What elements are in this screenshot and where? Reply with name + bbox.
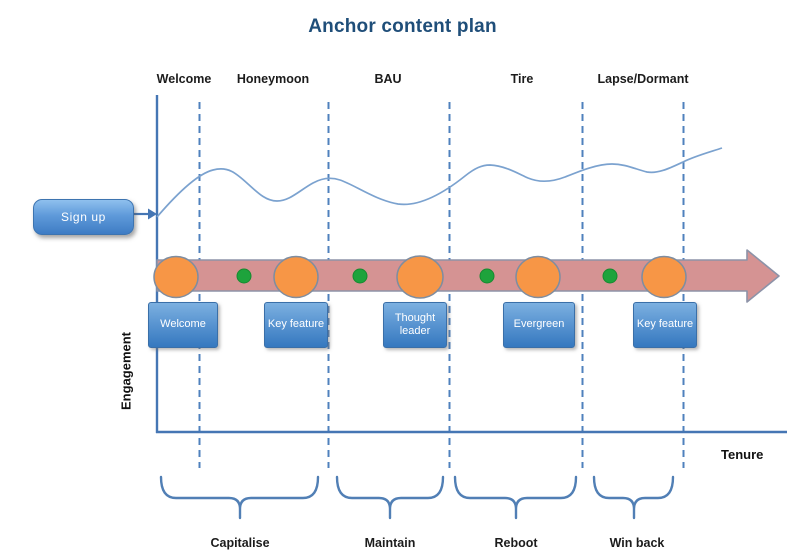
signup-label: Sign up [61,210,106,224]
content-box-key-feature-2-label: Key feature [636,318,694,331]
milestone-circles [153,255,687,299]
brace-capitalise [159,475,320,520]
touchpoint-dot-2 [352,268,368,284]
touchpoint-dots [236,268,618,284]
milestone-circle-5 [641,255,687,299]
content-box-key-feature-1: Key feature [264,302,328,348]
content-box-welcome-label: Welcome [160,318,206,331]
stage-label-capitalise: Capitalise [210,536,270,550]
milestone-circle-2 [273,255,319,299]
content-box-key-feature-2: Key feature [633,302,697,348]
stage-label-maintain: Maintain [364,536,416,550]
content-box-welcome: Welcome [148,302,218,348]
signup-arrow [133,208,157,220]
phase-label-lapse-dormant: Lapse/Dormant [597,72,689,86]
x-axis-label: Tenure [721,447,764,462]
milestone-circle-1 [153,255,199,299]
phase-label-honeymoon: Honeymoon [236,72,310,86]
stage-braces [159,475,675,520]
y-axis-label: Engagement [118,331,134,411]
brace-winback [592,475,675,520]
content-box-thought-leader: Thought leader [383,302,447,348]
phase-label-bau: BAU [374,72,402,86]
stage-label-reboot: Reboot [494,536,538,550]
brace-maintain [335,475,445,520]
engagement-curve [156,147,723,218]
stage-label-win-back: Win back [609,536,665,550]
page-title: Anchor content plan [308,16,497,37]
content-box-key-feature-1-label: Key feature [267,318,325,331]
phase-label-tire: Tire [510,72,534,86]
touchpoint-dot-3 [479,268,495,284]
touchpoint-dot-1 [236,268,252,284]
phase-label-welcome: Welcome [156,72,212,86]
signup-box: Sign up [33,199,134,235]
content-box-evergreen: Evergreen [503,302,575,348]
brace-reboot [453,475,578,520]
content-box-thought-leader-label: Thought leader [394,311,436,337]
milestone-circle-3 [396,255,444,299]
milestone-circle-4 [515,255,561,299]
content-box-evergreen-label: Evergreen [513,318,565,331]
touchpoint-dot-4 [602,268,618,284]
